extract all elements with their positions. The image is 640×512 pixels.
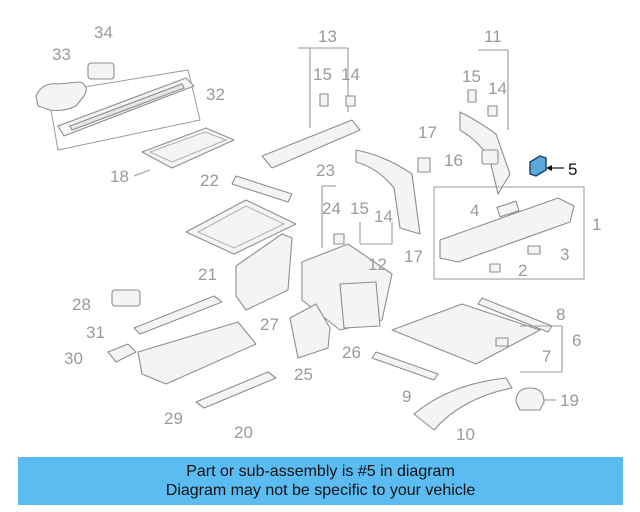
part-34-shape [87, 62, 115, 80]
part-11-shape [459, 111, 511, 195]
part-30-shape [107, 343, 137, 363]
callout-15a: 15 [313, 65, 332, 84]
part-4-shape [496, 200, 520, 218]
leader-5-arrow [546, 165, 552, 171]
callout-25: 25 [294, 365, 313, 384]
callout-20: 20 [234, 423, 253, 442]
part-15b-clip [467, 89, 477, 103]
part-21-shape [185, 199, 297, 255]
callout-14b: 14 [488, 79, 507, 98]
callout-15c: 15 [350, 199, 369, 218]
callout-14c: 14 [374, 207, 393, 226]
callout-13: 13 [318, 27, 337, 46]
parts-diagram: 34 33 32 13 15 14 11 15 14 17 16 5 18 22… [35, 23, 601, 444]
callout-28: 28 [72, 295, 91, 314]
part-20-shape [195, 371, 277, 409]
callout-12: 12 [368, 255, 387, 274]
callout-27: 27 [260, 315, 279, 334]
leader-18 [133, 169, 151, 177]
part-9-shape [371, 351, 439, 381]
callout-22: 22 [200, 171, 219, 190]
callout-30: 30 [64, 349, 83, 368]
callout-3: 3 [560, 245, 569, 264]
callout-18: 18 [110, 167, 129, 186]
callout-17a: 17 [418, 123, 437, 142]
callout-33: 33 [52, 45, 71, 64]
callout-2: 2 [518, 261, 527, 280]
part-10-shape [413, 377, 513, 431]
callout-32: 32 [206, 85, 225, 104]
callout-10: 10 [456, 425, 475, 444]
part-33-shape [35, 81, 87, 112]
part-32-rod [69, 83, 185, 131]
callout-1: 1 [592, 215, 601, 234]
callout-26: 26 [342, 343, 361, 362]
part-21-inner [196, 205, 286, 249]
part-25-shape [289, 303, 331, 359]
part-29-shape [137, 321, 257, 385]
part-27-shape [235, 233, 293, 311]
part-24-shape [333, 233, 345, 245]
part-16-shape [481, 149, 499, 165]
callout-34: 34 [94, 23, 113, 42]
callout-7: 7 [542, 347, 551, 366]
part-17a-shape [417, 157, 431, 173]
callout-31: 31 [86, 323, 105, 342]
part-6-shape [391, 303, 541, 365]
callout-24: 24 [322, 199, 341, 218]
part-1-shape [439, 197, 575, 263]
callout-11: 11 [484, 27, 502, 46]
callout-14a: 14 [341, 65, 360, 84]
banner-line-2: Diagram may not be specific to your vehi… [165, 482, 476, 499]
callout-5: 5 [568, 160, 577, 179]
part-26-shape [339, 281, 381, 329]
part-13-shape [261, 119, 361, 169]
callout-9: 9 [402, 387, 411, 406]
callout-23: 23 [316, 161, 335, 180]
callout-29: 29 [164, 409, 183, 428]
part-22-shape [231, 175, 293, 203]
callout-19: 19 [560, 391, 579, 410]
part-19-shape [515, 387, 545, 411]
part-8-shape [477, 297, 553, 333]
callout-6: 6 [572, 331, 581, 350]
part-18-shape [141, 127, 235, 169]
part-5-highlighted [529, 155, 547, 177]
part-2-shape [489, 263, 501, 273]
part-3-shape [527, 245, 541, 255]
part-7-shape [495, 337, 509, 347]
callout-8: 8 [556, 305, 565, 324]
part-31-shape [133, 295, 223, 335]
part-12-shape [355, 149, 421, 235]
callout-16: 16 [444, 151, 463, 170]
part-14b-clip [487, 105, 498, 117]
part-18-inner [148, 131, 228, 163]
callout-17b: 17 [404, 247, 423, 266]
part-14a-clip [345, 95, 356, 107]
part-28-shape [111, 289, 141, 307]
banner-line-1: Part or sub-assembly is #5 in diagram [186, 463, 455, 480]
group-32-frame [47, 69, 201, 151]
part-15a-clip [319, 93, 329, 107]
callout-15b: 15 [462, 67, 481, 86]
info-banner: Part or sub-assembly is #5 in diagram Di… [18, 457, 623, 505]
callout-21: 21 [198, 265, 217, 284]
group-1-frame [433, 186, 585, 280]
callout-4: 4 [470, 201, 479, 220]
